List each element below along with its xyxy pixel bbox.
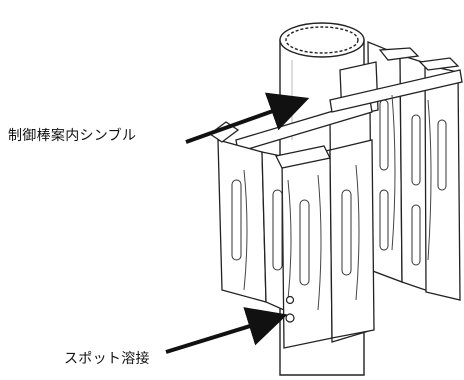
spring (243, 169, 248, 291)
slot (272, 189, 283, 271)
guide-tube-inner-rim (285, 26, 359, 54)
spring (317, 174, 322, 311)
spring (355, 164, 360, 301)
guide-tube-top-rim (279, 22, 365, 58)
slot (341, 189, 352, 276)
spring (391, 94, 396, 251)
spot-weld-mark (285, 313, 295, 323)
guide-tube-label: 制御棒案内シンブル (8, 128, 137, 144)
back-strap-slots (379, 99, 447, 266)
spot-welds (285, 295, 295, 323)
slot (411, 114, 421, 186)
spot-weld-arrow (165, 307, 288, 354)
center-strap-top (275, 145, 331, 169)
front-strap-slots (231, 179, 352, 286)
callout-arrows (165, 92, 310, 354)
slot (299, 199, 310, 286)
horizontal-strap-2 (329, 69, 463, 113)
slot (379, 189, 389, 251)
left-strap-1 (217, 139, 267, 303)
guide-tube-arrow (185, 92, 310, 144)
slot (379, 99, 389, 171)
slot (231, 179, 242, 261)
slot (411, 204, 421, 266)
center-strap-2 (329, 139, 375, 339)
spot-weld-label: スポット溶接 (64, 351, 150, 367)
spot-weld-mark (285, 295, 295, 305)
slot (437, 119, 447, 191)
back-strap-top-2 (418, 57, 460, 71)
spring (427, 99, 432, 261)
back-strap-top-1 (378, 47, 420, 61)
spring (287, 179, 292, 301)
spring-curves (243, 94, 432, 311)
